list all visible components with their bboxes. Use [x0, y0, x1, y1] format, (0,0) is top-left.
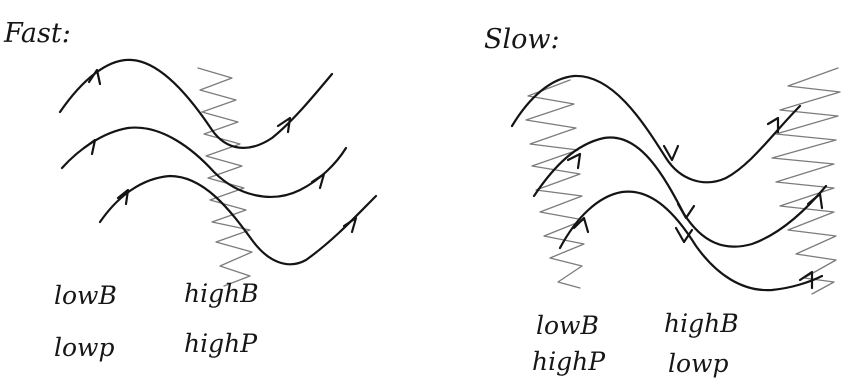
label-low-b-slow: lowB — [536, 311, 599, 340]
slow-right-hatching — [772, 68, 840, 294]
arrowhead-icon — [800, 272, 812, 288]
slow-panel: Slow: lowB highP highB lowp — [484, 24, 840, 378]
label-low-b-fast: lowB — [54, 281, 117, 310]
fast-panel: Fast: lowB lowp highB highP — [3, 18, 376, 362]
label-high-b-fast: highB — [184, 279, 259, 308]
fast-compression-hatching — [198, 68, 252, 286]
arrowhead-icon — [312, 174, 324, 188]
label-high-p-fast: highP — [184, 329, 258, 358]
slow-left-hatching — [526, 80, 584, 288]
slow-field-line-middle — [534, 137, 826, 246]
arrowhead-icon — [344, 218, 356, 232]
fast-field-line-top — [60, 60, 332, 148]
label-high-p-slow: highP — [532, 347, 606, 376]
arrowhead-icon — [84, 140, 95, 154]
arrowhead-icon — [678, 204, 694, 218]
label-high-b-slow: highB — [664, 309, 739, 338]
label-low-p-slow: lowp — [668, 349, 728, 378]
panel-title-slow: Slow: — [484, 24, 560, 55]
arrowhead-icon — [574, 218, 588, 232]
label-low-p-fast: lowp — [54, 333, 114, 362]
panel-title-fast: Fast: — [3, 18, 71, 49]
